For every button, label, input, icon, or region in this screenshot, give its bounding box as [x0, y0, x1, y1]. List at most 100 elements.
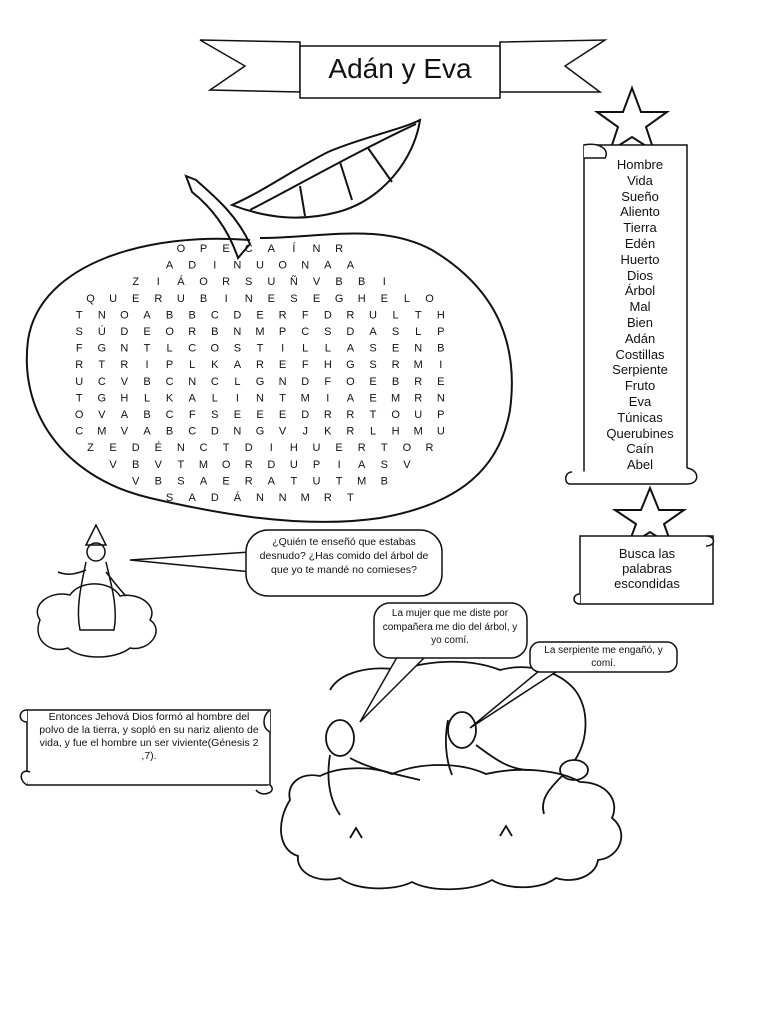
grid-letter: O	[278, 260, 287, 272]
word-list-item: Adán	[624, 330, 656, 346]
grid-letter: R	[245, 475, 253, 487]
grid-letter: P	[200, 243, 207, 255]
grid-letter: R	[426, 442, 434, 454]
grid-letter: F	[324, 376, 331, 388]
grid-letter: E	[109, 442, 116, 454]
grid-letter: Ú	[98, 325, 106, 338]
grid-letter: A	[143, 426, 151, 438]
grid-letter: T	[76, 392, 83, 404]
god-speech-bubble	[129, 529, 443, 597]
grid-letter: D	[346, 326, 354, 338]
grid-letter: U	[290, 459, 298, 471]
grid-letter: N	[98, 309, 106, 321]
word-list-item: Serpiente	[612, 362, 668, 378]
grid-letter: N	[437, 392, 445, 404]
grid-letter: T	[76, 309, 83, 321]
grid-letter: N	[233, 260, 241, 272]
grid-letter: O	[403, 442, 412, 454]
grid-letter: E	[256, 409, 263, 421]
grid-letter: C	[301, 326, 309, 338]
grid-letter: B	[143, 376, 150, 388]
grid-letter: S	[369, 359, 376, 371]
word-list-item: Eva	[628, 393, 652, 409]
grid-letter: M	[301, 492, 310, 504]
grid-letter: H	[290, 442, 298, 454]
word-list-item: Vida	[627, 172, 653, 188]
grid-letter: U	[369, 309, 377, 321]
grid-letter: E	[437, 376, 444, 388]
grid-letter: R	[346, 409, 354, 421]
grid-letter: V	[313, 276, 321, 288]
grid-letter: I	[281, 343, 284, 355]
grid-letter: A	[166, 260, 174, 272]
grid-letter: T	[223, 442, 230, 454]
verse-text: Entonces Jehová Dios formó al hombre del…	[39, 711, 259, 762]
grid-letter: E	[369, 376, 376, 388]
grid-letter: A	[268, 475, 276, 487]
title-banner	[199, 39, 608, 99]
grid-letter: K	[324, 426, 332, 438]
grid-letter: N	[414, 343, 422, 355]
grid-letter: T	[370, 409, 377, 421]
grid-letter: B	[166, 309, 173, 321]
grid-letter: B	[211, 326, 218, 338]
grid-letter: R	[358, 442, 366, 454]
grid-letter: K	[211, 359, 219, 371]
grid-letter: J	[302, 426, 308, 438]
grid-letter: C	[211, 376, 219, 388]
grid-letter: M	[414, 426, 423, 438]
grid-letter: C	[211, 309, 219, 321]
grid-letter: I	[145, 359, 148, 371]
grid-letter: L	[393, 309, 399, 321]
grid-letter: N	[233, 326, 241, 338]
grid-letter: A	[268, 243, 276, 255]
grid-letter: A	[358, 459, 366, 471]
grid-letter: E	[256, 309, 263, 321]
grid-letter: A	[234, 359, 242, 371]
grid-letter: L	[167, 343, 173, 355]
grid-letter: C	[166, 409, 174, 421]
grid-letter: D	[324, 309, 332, 321]
grid-letter: C	[200, 442, 208, 454]
grid-letter: O	[222, 459, 231, 471]
grid-letter: E	[335, 442, 342, 454]
grid-letter: E	[132, 293, 139, 305]
verse-scroll	[19, 709, 273, 795]
grid-letter: E	[313, 293, 320, 305]
grid-letter: T	[381, 442, 388, 454]
grid-letter: M	[357, 475, 366, 487]
word-list-item: Árbol	[624, 283, 656, 299]
grid-letter: O	[211, 343, 220, 355]
grid-letter: H	[437, 309, 445, 321]
grid-letter: E	[279, 359, 286, 371]
page-title: Adán y Eva	[328, 53, 472, 84]
word-list-item: Sueño	[621, 188, 659, 204]
grid-letter: N	[256, 492, 264, 504]
grid-letter: S	[166, 492, 173, 504]
grid-letter: T	[144, 343, 151, 355]
word-list-item: Aliento	[620, 204, 660, 220]
grid-letter: P	[166, 359, 173, 371]
grid-letter: S	[245, 276, 252, 288]
adam-and-eve-scene	[280, 660, 623, 891]
grid-letter: O	[425, 293, 434, 305]
grid-letter: O	[75, 409, 84, 421]
grid-letter: V	[121, 376, 129, 388]
eve-speech-bubble	[469, 641, 678, 729]
grid-letter: D	[211, 426, 219, 438]
grid-letter: A	[189, 492, 197, 504]
grid-letter: E	[369, 392, 376, 404]
grid-letter: O	[177, 243, 186, 255]
grid-letter: L	[144, 392, 150, 404]
grid-letter: R	[346, 426, 354, 438]
grid-letter: U	[437, 426, 445, 438]
grid-letter: R	[335, 243, 343, 255]
grid-letter: A	[347, 392, 355, 404]
grid-letter: U	[256, 260, 264, 272]
word-list-item: Huerto	[620, 251, 660, 267]
grid-letter: T	[257, 343, 264, 355]
grid-letter: P	[279, 326, 286, 338]
grid-letter: O	[346, 376, 355, 388]
